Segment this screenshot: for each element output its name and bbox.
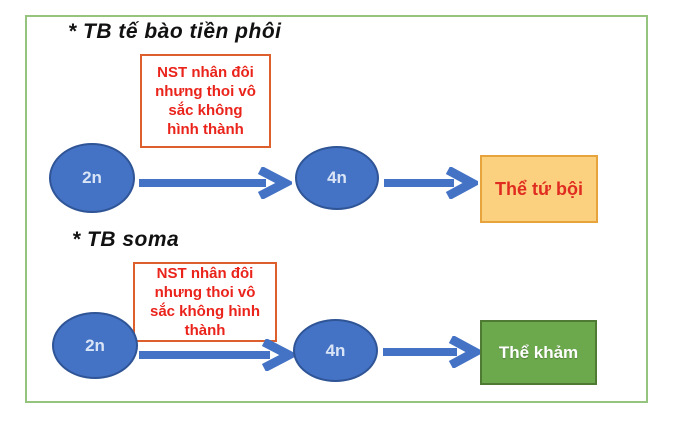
- node-label: 2n: [85, 335, 105, 355]
- right-arrow-icon: [139, 339, 296, 371]
- right-arrow-icon: [139, 167, 292, 199]
- right-arrow-icon: [383, 336, 481, 368]
- right-arrow-icon: [384, 167, 478, 199]
- section-heading-soma: * TB soma: [72, 228, 180, 251]
- node-label: 4n: [325, 340, 346, 360]
- node-4n-tien-phoi: 4n: [295, 146, 379, 210]
- section-heading-tien-phoi: * TB tế bào tiền phôi: [68, 20, 282, 43]
- note-text: NST nhân đôi nhưng thoi vô sắc không hìn…: [155, 64, 256, 138]
- node-2n-tien-phoi: 2n: [49, 143, 135, 213]
- node-2n-soma: 2n: [52, 312, 138, 379]
- node-label: 4n: [327, 168, 347, 187]
- node-label: 2n: [82, 168, 102, 187]
- note-text: NST nhân đôi nhưng thoi vô sắc không hìn…: [149, 265, 260, 339]
- result-label: Thể tứ bội: [494, 178, 584, 199]
- note-box-soma: NST nhân đôi nhưng thoi vô sắc không hìn…: [133, 262, 277, 342]
- node-4n-soma: 4n: [293, 319, 378, 382]
- result-box-mosaic: Thể khảm: [480, 320, 597, 385]
- result-label: Thể khảm: [498, 342, 579, 362]
- result-box-tetraploid: Thể tứ bội: [480, 155, 598, 223]
- note-box-tien-phoi: NST nhân đôi nhưng thoi vô sắc không hìn…: [140, 54, 271, 148]
